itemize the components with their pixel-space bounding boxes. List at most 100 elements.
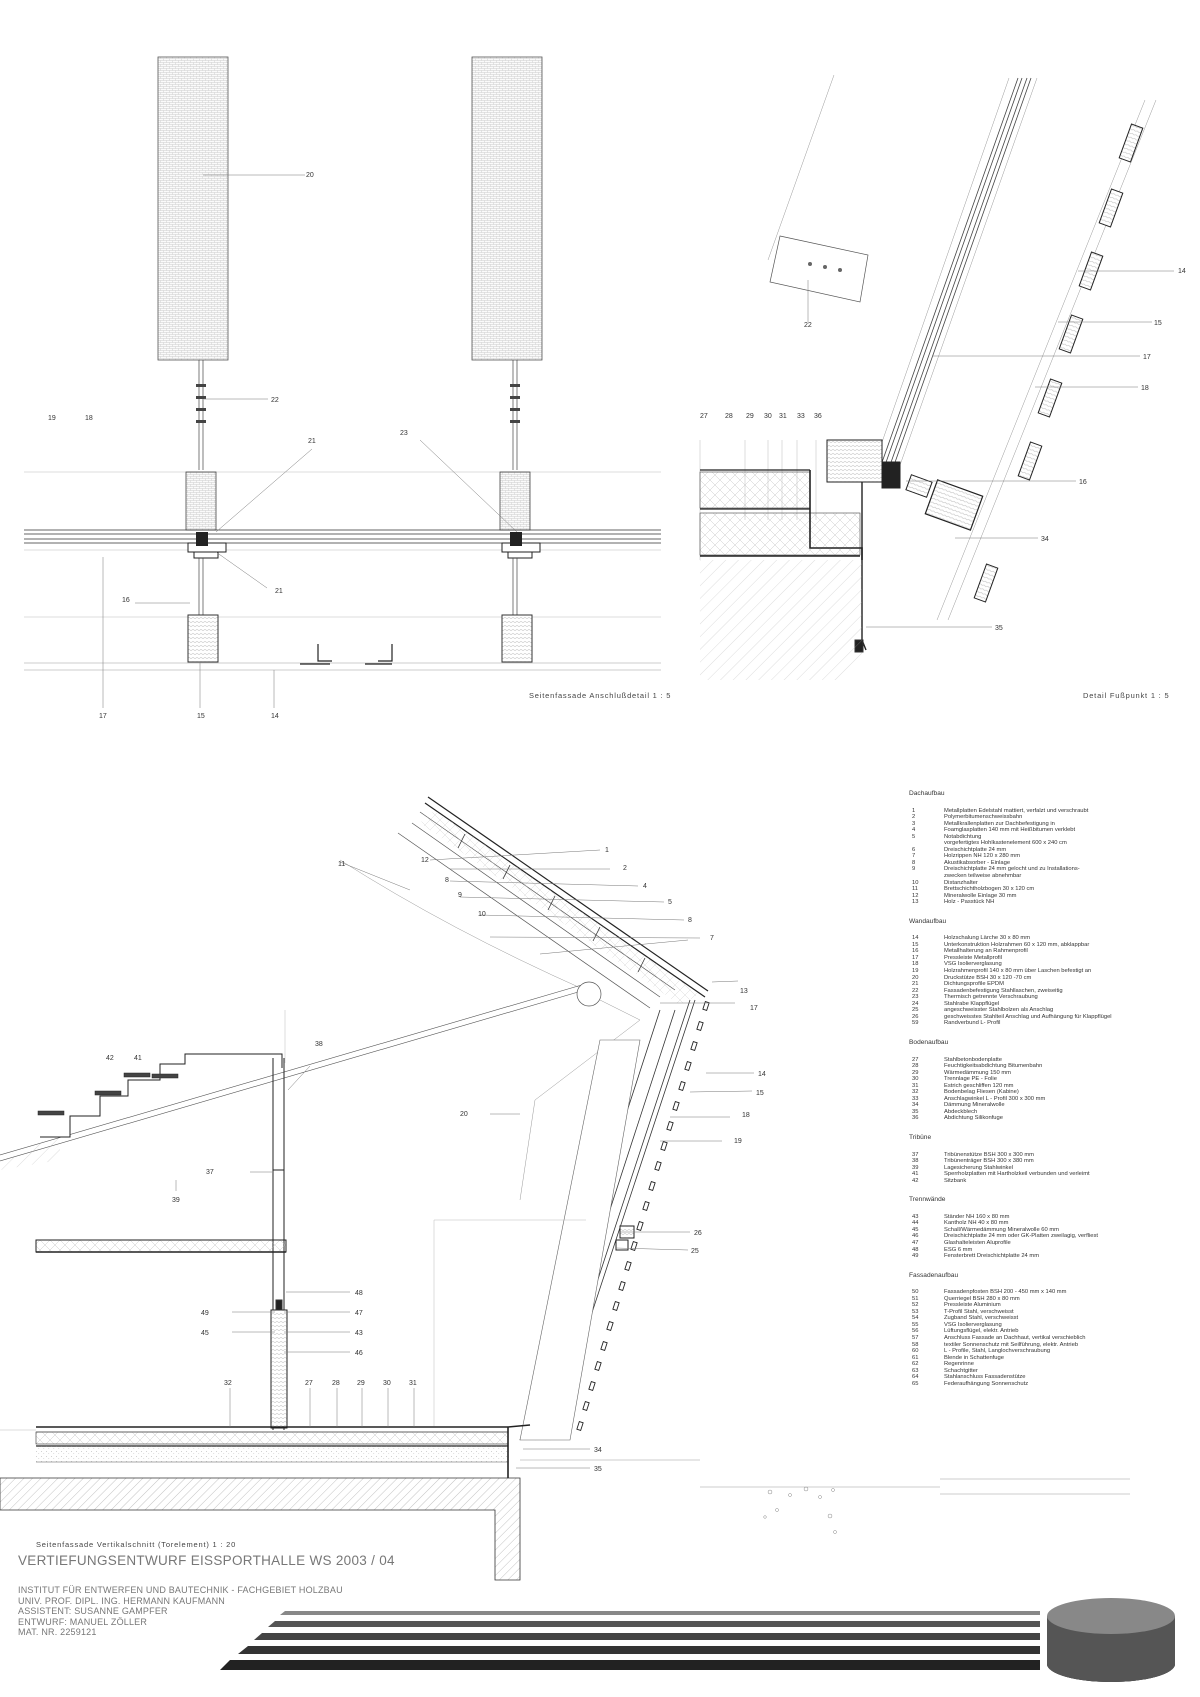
legend-item: 35 Abdeckblech — [909, 1109, 1169, 1116]
legend-item-number: 12 — [912, 892, 919, 899]
legend-item-number: 64 — [912, 1374, 919, 1381]
callout: 7 — [710, 935, 714, 942]
callout: 34 — [594, 1447, 602, 1454]
legend-item-text: Lagesicherung Stahlwinkel — [944, 1164, 1013, 1171]
legend-item-text: Polymerbitumenschweissbahn — [944, 814, 1023, 821]
project-title: VERTIEFUNGSENTWURF EISSPORTHALLE WS 2003… — [18, 1553, 395, 1568]
caption-vertikal: Seitenfassade Vertikalschnitt (Torelemen… — [36, 1540, 236, 1549]
callout: 25 — [691, 1248, 699, 1255]
callout: 35 — [995, 625, 1003, 632]
legend-item-number: 27 — [912, 1056, 919, 1063]
legend-item-number: 28 — [912, 1063, 919, 1070]
callout: 35 — [594, 1466, 602, 1473]
callout: 5 — [668, 899, 672, 906]
callout: 1 — [605, 847, 609, 854]
legend-item-number: 29 — [912, 1069, 919, 1076]
callout: 45 — [201, 1330, 209, 1337]
callout: 32 — [224, 1380, 232, 1387]
legend-item-text: Mineralwolle Einlage 30 mm — [944, 892, 1017, 899]
legend-item-text: vorgefertigtes Hohlkastenelement 600 x 2… — [944, 840, 1067, 847]
legend-item-text: Druckstütze BSH 30 x 120 -70 cm — [944, 974, 1032, 981]
legend-item-text: Abdeckblech — [944, 1108, 978, 1115]
callout: 18 — [85, 415, 93, 422]
legend-item-text: Holzschalung Lärche 30 x 80 mm — [944, 935, 1031, 942]
legend-item-number: 24 — [912, 1000, 919, 1007]
callout: 36 — [814, 413, 822, 420]
legend-item-number: 47 — [912, 1239, 919, 1246]
legend-item-number: 54 — [912, 1315, 919, 1322]
legend-item-number: 57 — [912, 1335, 919, 1341]
legend-item-number: 16 — [912, 948, 919, 955]
legend-item-text: Fensterbrett Dreischichtplatte 24 mm — [944, 1253, 1040, 1260]
anschluss-callouts: 20 22 19 18 21 23 21 16 17 15 14 Seitenf… — [48, 172, 670, 720]
legend-item: vorgefertigtes Hohlkastenelement 600 x 2… — [909, 840, 1169, 847]
legend-item-number: 51 — [912, 1295, 919, 1302]
legend-item-text: Stahlbetonbodenplatte — [944, 1056, 1003, 1063]
legend-item-number: 1 — [912, 807, 916, 814]
legend-item-number: 17 — [912, 954, 919, 961]
legend-item: 27 Stahlbetonbodenplatte — [909, 1057, 1169, 1064]
credits: INSTITUT FÜR ENTWERFEN UND BAUTECHNIK - … — [18, 1585, 395, 1638]
legend-item-number: 23 — [912, 994, 919, 1001]
legend-section-title: Bodenaufbau — [909, 1038, 949, 1046]
legend-item-text: Holzrahmenprofil 140 x 80 mm über Lasche… — [944, 968, 1092, 975]
fusspunkt-callouts: 22 14 15 17 18 27 28 29 30 31 33 36 16 3… — [700, 268, 1186, 700]
callout: 31 — [409, 1380, 417, 1387]
legend-item-text: L - Profile, Stahl, Langlochverschraubun… — [944, 1348, 1051, 1355]
callout: 41 — [134, 1055, 142, 1062]
callout: 15 — [1154, 320, 1162, 327]
legend-item-text: Stahlrabe Klappflügel — [944, 1000, 1000, 1007]
legend-item-text: Unterkonstruktion Holzrahmen 60 x 120 mm… — [944, 941, 1090, 948]
legend-item-number: 35 — [912, 1108, 919, 1115]
legend-item-text: Anschlagwinkel L - Profil 300 x 300 mm — [944, 1095, 1046, 1102]
legend-item-text: Feuchtigkeitsabdichtung Bitumenbahn — [944, 1063, 1043, 1070]
legend-item-number: 11 — [912, 886, 919, 893]
callout: 9 — [458, 892, 462, 899]
author-line: ENTWURF: MANUEL ZÖLLER — [18, 1616, 148, 1627]
legend-item-text: Metallkrallenplatten zur Dachbefestigung… — [944, 820, 1055, 827]
legend-section-title: Tribüne — [909, 1133, 932, 1141]
callout: 14 — [1178, 268, 1186, 275]
legend-item-text: Dreischichtplatte 24 mm oder GK-Platten … — [944, 1233, 1099, 1240]
legend-item-number: 8 — [912, 859, 916, 866]
legend-section-title: Trennwände — [909, 1196, 946, 1204]
callout: 17 — [1143, 354, 1151, 361]
legend-item-text: Querriegel BSH 280 x 80 mm — [944, 1295, 1020, 1302]
legend-item-number: 61 — [912, 1354, 919, 1361]
legend-item-number: 36 — [912, 1115, 919, 1122]
legend-item: zwecken teilweise abnehmbar — [909, 873, 1169, 880]
legend-section: Bodenaufbau 27 Stahlbetonbodenplatte 28 Feuc… — [909, 1038, 1169, 1122]
callout: 29 — [746, 413, 754, 420]
legend-item-text: Schachtgitter — [944, 1367, 978, 1374]
legend-item-number: 26 — [912, 1013, 919, 1020]
legend-item-number: 32 — [912, 1089, 919, 1096]
legend-item-number: 30 — [912, 1076, 919, 1083]
callout: 19 — [48, 415, 56, 422]
legend-item-number: 50 — [912, 1289, 919, 1296]
legend-item-number: 22 — [912, 987, 919, 994]
legend-item-text: Ständer NH 160 x 80 mm — [944, 1213, 1010, 1220]
callout: 30 — [383, 1380, 391, 1387]
legend-item-number: 58 — [912, 1341, 919, 1348]
legend-item-text: Trennlage PE - Folie — [944, 1076, 997, 1083]
legend-item-number: 62 — [912, 1361, 919, 1368]
